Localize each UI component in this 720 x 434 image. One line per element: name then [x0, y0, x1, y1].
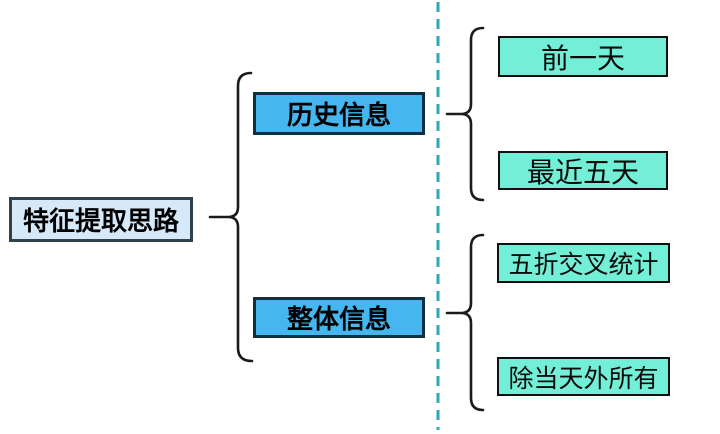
brace-history-to-leaves: [445, 26, 485, 202]
root-node-feature-extraction: 特征提取思路: [9, 197, 193, 242]
branch-node-history-info: 历史信息: [253, 92, 425, 135]
leaf-node-last-five-days: 最近五天: [498, 151, 668, 190]
leaf-node-five-fold-cross-stats: 五折交叉统计: [497, 243, 670, 283]
leaf-node-all-except-current-day: 除当天外所有: [497, 357, 670, 396]
brace-overall-to-leaves: [445, 233, 485, 412]
leaf-node-previous-day: 前一天: [498, 36, 668, 77]
branch-node-overall-info: 整体信息: [253, 297, 425, 338]
brace-root-to-branches: [208, 71, 254, 363]
